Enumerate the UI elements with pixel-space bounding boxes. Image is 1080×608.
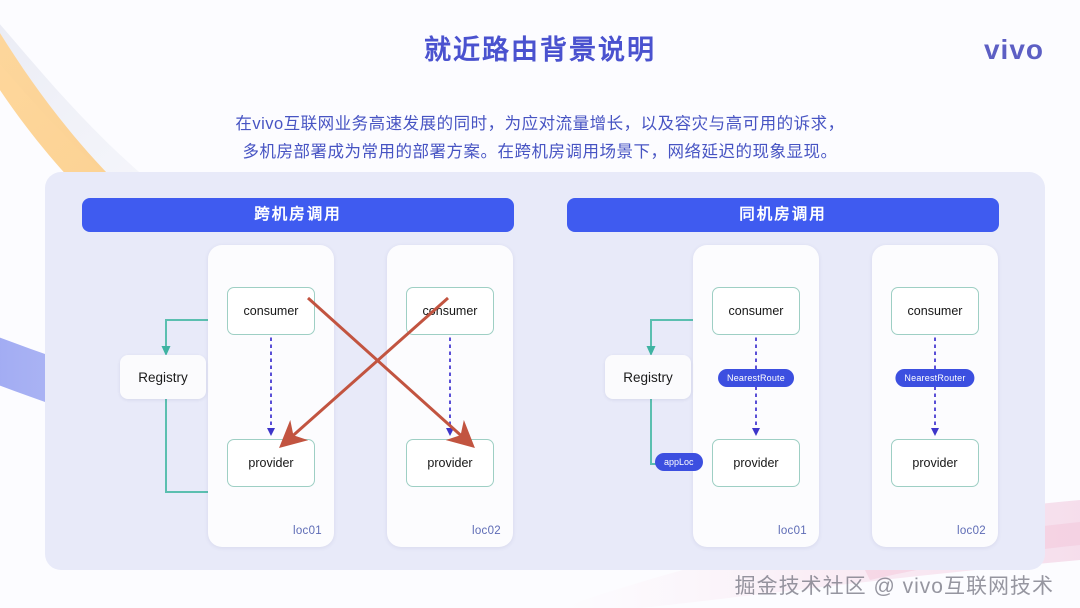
loc-label: loc02 <box>957 525 986 537</box>
consumer-node: consumer <box>712 287 800 335</box>
apploc-badge: appLoc <box>655 453 703 471</box>
consumer-to-provider-arrow <box>266 337 275 436</box>
loc-card-loc01-left: consumer provider loc01 <box>208 245 334 547</box>
nearest-router-badge: NearestRouter <box>895 369 975 387</box>
cross-datacenter-arrows <box>279 296 475 449</box>
loc-card-loc01-right: consumer NearestRoute provider loc01 <box>693 245 819 547</box>
group-header-same-datacenter: 同机房调用 <box>567 198 999 232</box>
loc-card-loc02-right: consumer NearestRouter provider loc02 <box>872 245 998 547</box>
loc-label: loc01 <box>778 525 807 537</box>
vivo-logo: vivo <box>983 34 1044 65</box>
provider-node: provider <box>712 439 800 487</box>
page-title: 就近路由背景说明 <box>424 35 656 65</box>
group-same-datacenter: 同机房调用 Registry appLoc consumer NearestRo… <box>567 172 999 570</box>
consumer-node: consumer <box>891 287 979 335</box>
subtitle-line-1: 在vivo互联网业务高速发展的同时，为应对流量增长，以及容灾与高可用的诉求， <box>235 115 845 133</box>
registry-node-left: Registry <box>120 355 206 399</box>
registry-connectors-left <box>161 319 208 493</box>
subtitle-line-2: 多机房部署成为常用的部署方案。在跨机房调用场景下，网络延迟的现象显现。 <box>242 143 838 161</box>
watermark: 掘金技术社区 @ vivo互联网技术 <box>734 575 1054 598</box>
provider-node: provider <box>891 439 979 487</box>
loc-label: loc02 <box>472 525 501 537</box>
diagram-panel: 跨机房调用 Registry consumer provider loc01 c… <box>45 172 1045 570</box>
registry-node-right: Registry <box>605 355 691 399</box>
group-cross-datacenter: 跨机房调用 Registry consumer provider loc01 c… <box>82 172 514 570</box>
group-header-cross-datacenter: 跨机房调用 <box>82 198 514 232</box>
nearest-route-badge: NearestRoute <box>718 369 794 387</box>
subtitle-block: 在vivo互联网业务高速发展的同时，为应对流量增长，以及容灾与高可用的诉求， 多… <box>0 110 1080 166</box>
loc-label: loc01 <box>293 525 322 537</box>
consumer-node: consumer <box>227 287 315 335</box>
loc-card-loc02-left: consumer provider loc02 <box>387 245 513 547</box>
